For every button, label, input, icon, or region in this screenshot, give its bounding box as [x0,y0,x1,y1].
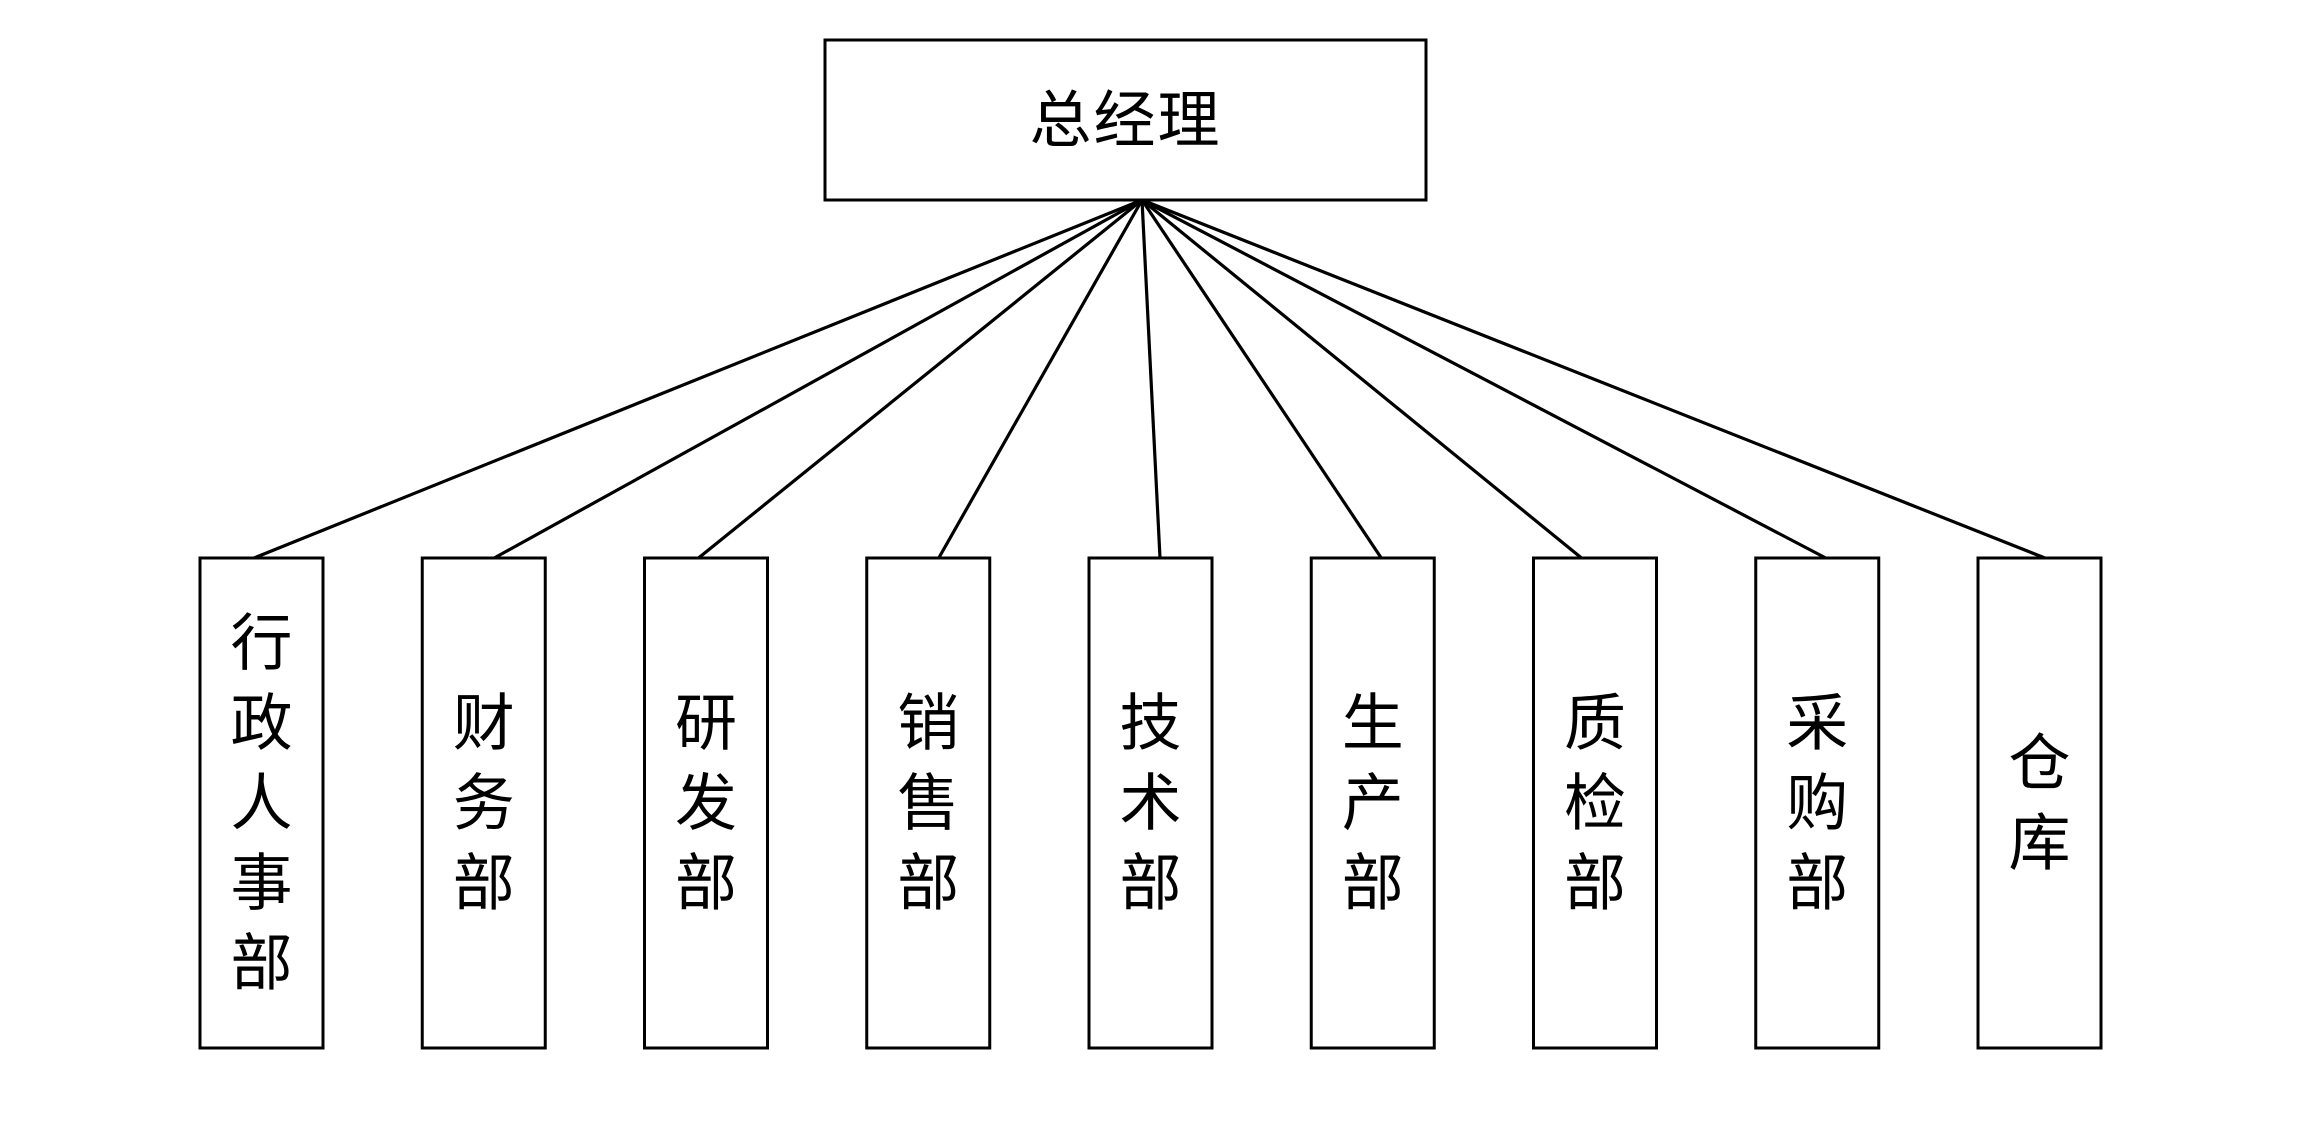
department-node: 生产部 [1309,556,1436,1050]
department-node: 技术部 [1087,556,1214,1050]
connector-line [697,198,1144,560]
department-node-box [1309,556,1436,1050]
department-node-label: 质检部 [1564,687,1626,920]
root-node-general-manager: 总经理 [823,38,1428,202]
root-node-box [823,38,1428,202]
department-node-label: 研发部 [675,687,737,920]
department-node: 采购部 [1754,556,1881,1050]
department-node-label: 仓库 [2008,727,2070,880]
connector-line [1141,198,1827,560]
connector-line [1141,198,2046,560]
department-node-box [1976,556,2103,1050]
department-nodes: 行政人事部 财务部 研发部 销售部 技术部 生产部 质检部 采购部 仓库 [198,556,2103,1050]
connector-line [1140,199,1383,559]
department-node-box [1754,556,1881,1050]
department-node-label: 销售部 [897,687,959,920]
department-node: 财务部 [420,556,547,1050]
root-node-label: 总经理 [1029,84,1221,157]
department-node-box [1087,556,1214,1050]
department-node-label: 行政人事部 [230,607,292,1000]
connector-line [493,198,1143,560]
department-node-box [865,556,992,1050]
connector-line [253,198,1143,560]
department-node-box [420,556,547,1050]
department-node-label: 采购部 [1786,687,1848,920]
department-node-label: 生产部 [1342,687,1404,920]
department-node: 行政人事部 [198,556,325,1050]
department-node: 销售部 [865,556,992,1050]
department-node-label: 技术部 [1119,687,1181,920]
department-node-label: 财务部 [453,687,515,920]
connector-line [1140,198,1583,560]
department-node: 质检部 [1532,556,1658,1050]
department-node-box [198,556,325,1050]
connector-lines [253,198,2046,560]
department-node: 研发部 [643,556,769,1050]
connector-line [1140,199,1162,559]
department-node-box [643,556,769,1050]
connector-line [937,199,1144,559]
department-node: 仓库 [1976,556,2103,1050]
department-node-box [1532,556,1658,1050]
